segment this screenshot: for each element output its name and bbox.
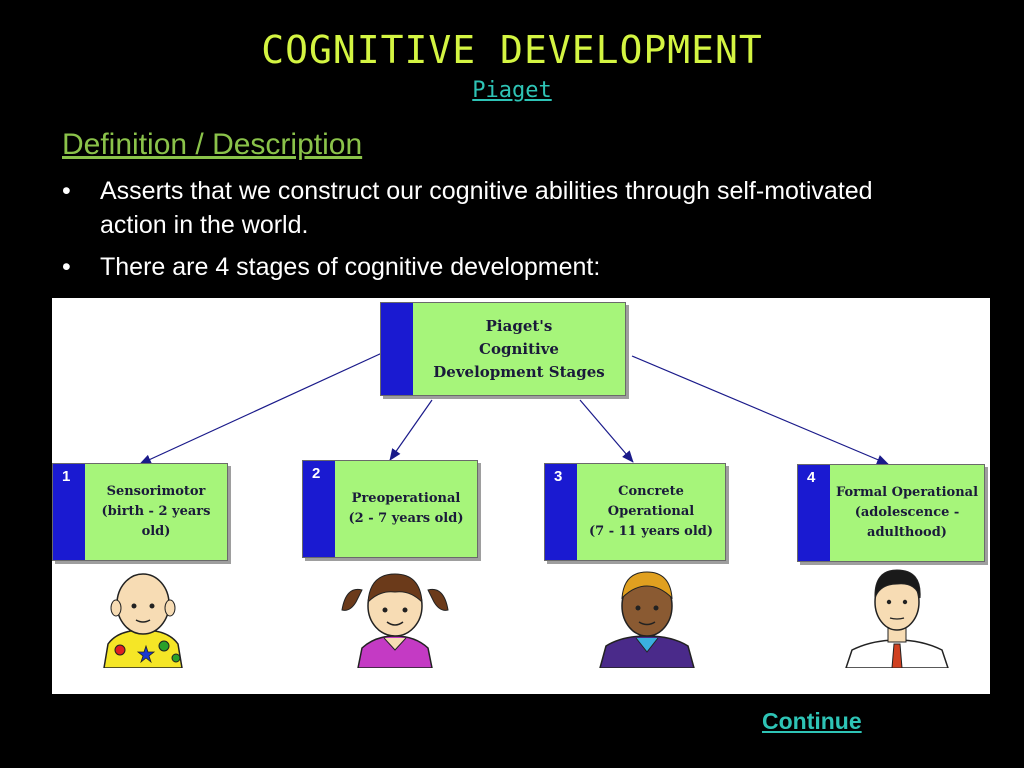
stage-bar (303, 461, 335, 557)
stage-label: Concrete Operational (7 - 11 years old) (588, 484, 714, 539)
stage-number: 3 (554, 468, 563, 485)
bullet-list: • Asserts that we construct our cognitiv… (62, 174, 882, 292)
bullet-text: Asserts that we construct our cognitive … (100, 177, 873, 239)
stage-label: Sensorimotor (birth - 2 years old) (101, 484, 211, 539)
stage-box-1: 1 Sensorimotor (birth - 2 years old) (52, 463, 228, 561)
arrow-3 (579, 399, 634, 463)
bullet-text: There are 4 stages of cognitive developm… (100, 253, 601, 281)
continue-link[interactable]: Continue (762, 708, 862, 734)
piaget-link[interactable]: Piaget (472, 78, 552, 103)
boy-icon (599, 571, 695, 668)
stage-label: Preoperational (2 - 7 years old) (348, 491, 464, 526)
bullet-item: • Asserts that we construct our cognitiv… (62, 174, 882, 242)
slide-title: COGNITIVE DEVELOPMENT (261, 28, 763, 72)
bullet-dot: • (62, 253, 71, 281)
baby-icon (103, 573, 183, 668)
stage-box-4: 4 Formal Operational (adolescence - adul… (797, 464, 985, 562)
stage-bar (545, 464, 577, 560)
stage-box-3: 3 Concrete Operational (7 - 11 years old… (544, 463, 726, 561)
stage-box-2: 2 Preoperational (2 - 7 years old) (302, 460, 478, 558)
bullet-dot: • (62, 177, 71, 205)
root-label: Piaget's Cognitive Development Stages (433, 316, 605, 381)
bullet-item: • There are 4 stages of cognitive develo… (62, 250, 882, 284)
stage-bar (798, 465, 830, 561)
stages-diagram: Piaget's Cognitive Development Stages 1 … (52, 298, 990, 694)
man-icon (845, 569, 949, 668)
root-box: Piaget's Cognitive Development Stages (380, 302, 626, 396)
root-bar (381, 303, 413, 395)
girl-icon (341, 573, 449, 668)
arrow-1 (139, 352, 383, 465)
stage-label: Formal Operational (adolescence - adulth… (835, 485, 979, 540)
section-heading: Definition / Description (62, 128, 363, 161)
stage-number: 4 (807, 469, 816, 486)
arrow-4 (631, 355, 889, 465)
arrow-2 (389, 399, 433, 461)
diagram-arrows (139, 352, 889, 465)
stage-number: 2 (312, 465, 321, 482)
stage-bar (53, 464, 85, 560)
stage-number: 1 (62, 468, 71, 485)
